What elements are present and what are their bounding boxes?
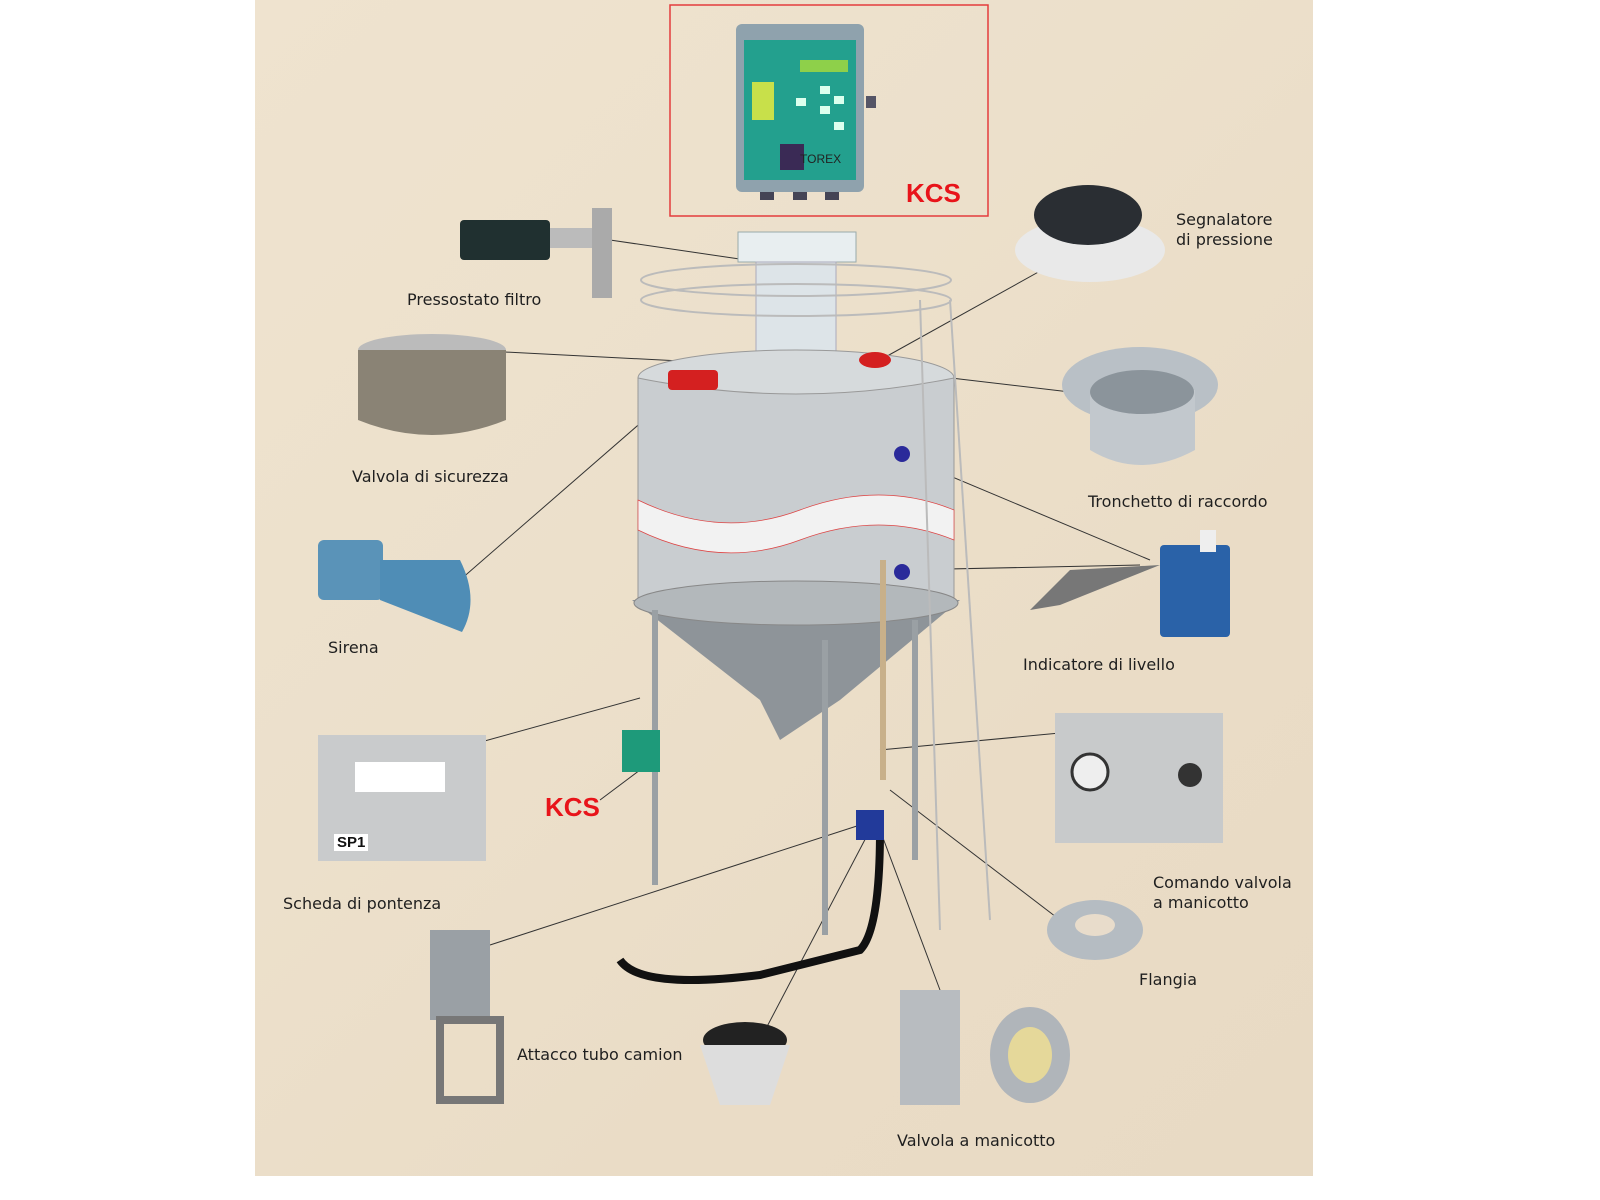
label-valvola-manicotto: Valvola a manicotto: [897, 1131, 1056, 1150]
label-comando-2: a manicotto: [1153, 893, 1249, 912]
leader-lines: [459, 239, 1151, 1041]
kcs-label-top: KCS: [906, 178, 961, 208]
segnalatore-part: [1015, 185, 1165, 282]
tronchetto-part: [1062, 347, 1218, 465]
sp1-label: SP1: [334, 834, 369, 851]
flangia-part: [1047, 900, 1143, 960]
comando-valvola-part: [1055, 713, 1223, 843]
label-valvola-sicurezza: Valvola di sicurezza: [352, 467, 509, 486]
pressostato-filtro-part: [460, 208, 612, 298]
label-indicatore: Indicatore di livello: [1023, 655, 1175, 674]
label-segnalatore-1: Segnalatore: [1176, 210, 1273, 229]
indicatore-part: [1030, 530, 1230, 637]
label-tronchetto: Tronchetto di raccordo: [1088, 492, 1268, 511]
label-attacco: Attacco tubo camion: [517, 1045, 683, 1064]
torex-logo: TOREX: [800, 152, 842, 166]
label-comando-1: Comando valvola: [1153, 873, 1292, 892]
valvola-manicotto-part: [900, 990, 1070, 1105]
label-pressostato-filtro: Pressostato filtro: [407, 290, 542, 309]
label-scheda: Scheda di pontenza: [283, 894, 442, 913]
silo: [616, 231, 991, 984]
attacco-part: [430, 930, 504, 1104]
kcs-highlight-box: [669, 4, 989, 217]
kcs-label-side: KCS: [545, 792, 600, 822]
label-flangia: Flangia: [1139, 970, 1197, 989]
attacco-camion-part: [700, 1022, 790, 1105]
kcs-controller: [736, 24, 876, 200]
label-sirena: Sirena: [328, 638, 379, 657]
label-segnalatore-2: di pressione: [1176, 230, 1273, 249]
sirena-part: [318, 540, 471, 632]
valvola-sicurezza-part: [358, 334, 506, 435]
